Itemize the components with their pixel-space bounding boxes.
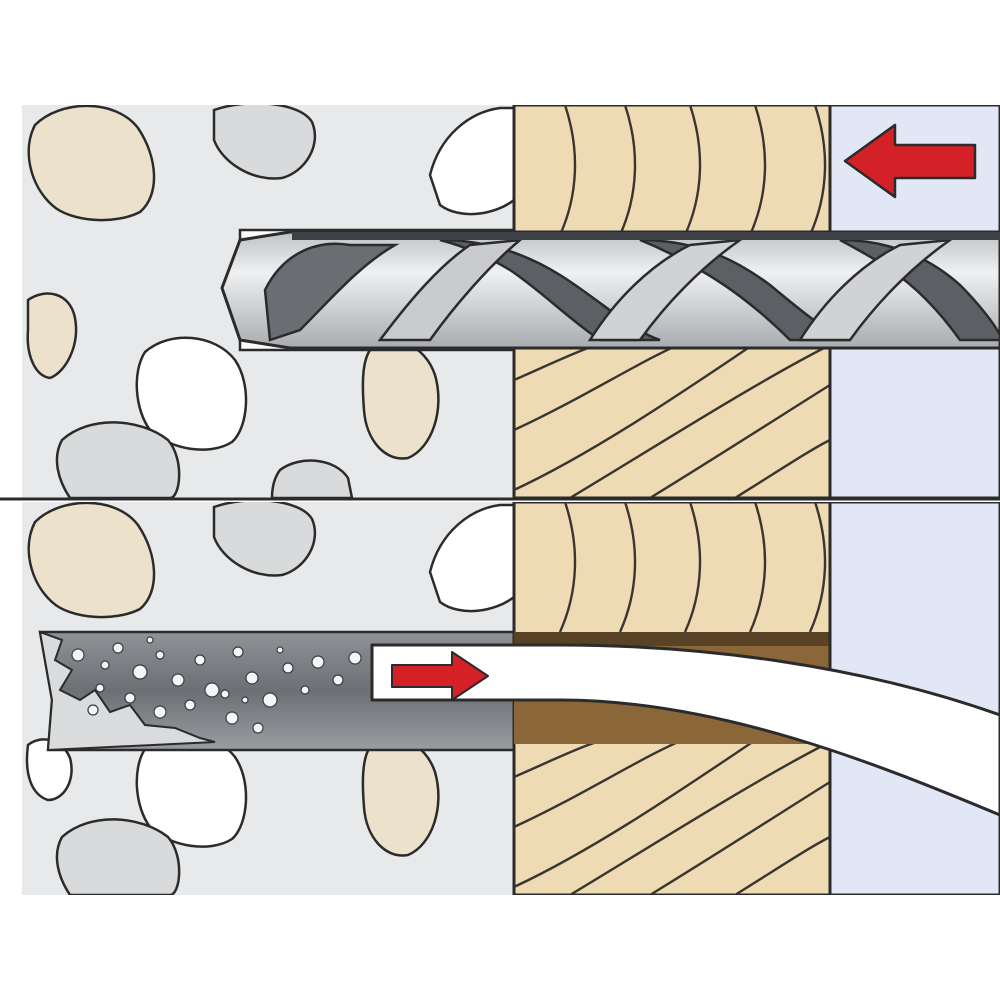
aggregate-stones [25, 502, 516, 895]
arrow-right-icon [391, 651, 489, 701]
wood-grain-top [514, 105, 830, 498]
panel-cleaning [22, 502, 1000, 895]
dust-particles [71, 636, 362, 734]
wood-grain-bottom [514, 502, 830, 895]
aggregate-stones [26, 105, 516, 498]
hose-icon [370, 643, 1000, 817]
arrow-left-icon [843, 123, 977, 199]
drill-bit-icon [220, 230, 1000, 350]
panel-drilling [22, 105, 1000, 498]
